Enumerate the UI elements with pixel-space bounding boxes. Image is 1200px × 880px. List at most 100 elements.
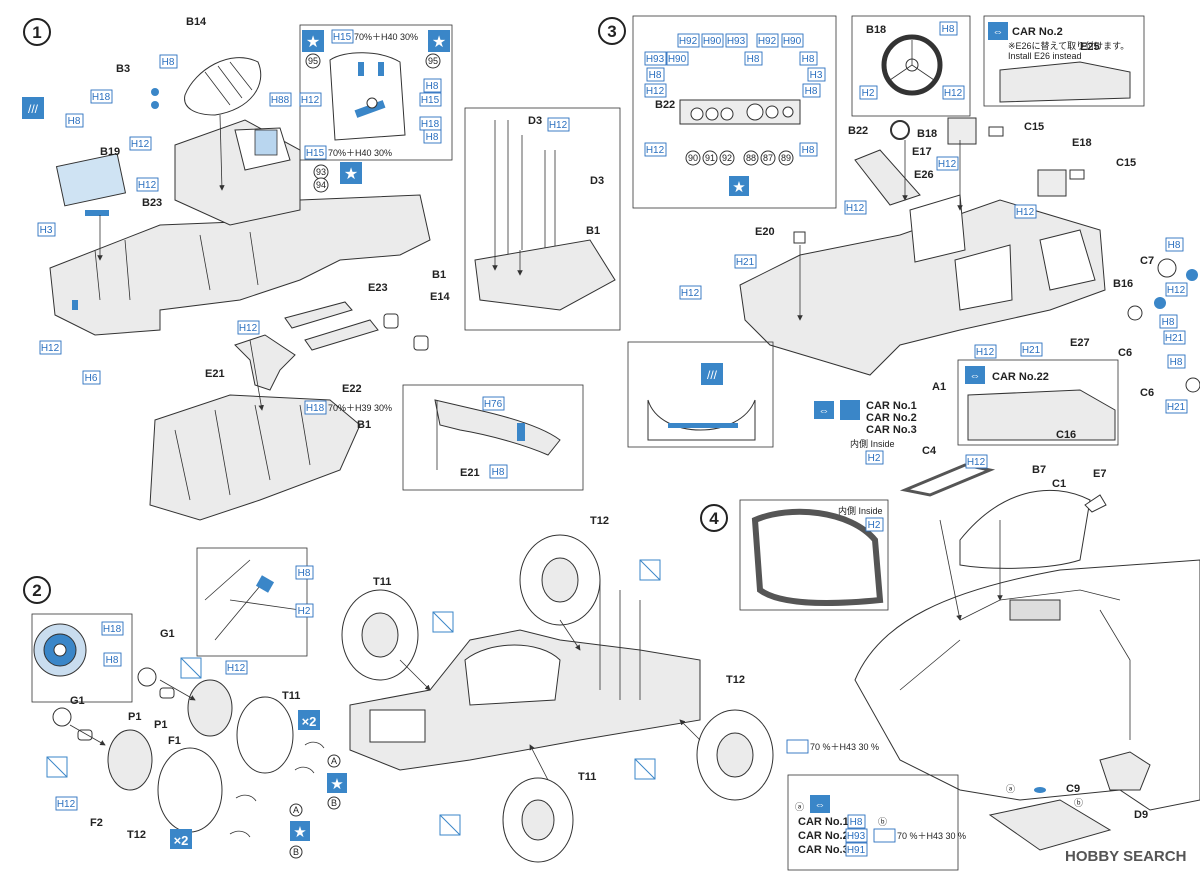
assembly-arrows: [69, 114, 1003, 781]
svg-text:★: ★: [306, 34, 320, 51]
decal-95-right: 95: [425, 53, 441, 69]
label-b22-detail: B22: [655, 99, 675, 111]
label-b22: B22: [848, 125, 868, 137]
label-c6: C6: [1118, 347, 1132, 359]
svg-text:94: 94: [316, 180, 326, 190]
swap-arrow-icon: ⇔: [965, 366, 985, 384]
dash-decal-92: 92: [719, 150, 735, 166]
svg-text:H12: H12: [131, 139, 150, 150]
paint-h8-steer: H8: [939, 21, 958, 36]
side-panel-e27: [954, 244, 1013, 311]
label-e7: E7: [1093, 468, 1106, 480]
label-e25: E25: [1080, 41, 1100, 53]
svg-text:B: B: [293, 847, 299, 857]
paint-h12-tub: H12: [679, 285, 702, 300]
star-icon: ★: [340, 162, 362, 184]
car-no2-box: [983, 15, 1145, 107]
label-c6-b: C6: [1140, 387, 1154, 399]
e26-note-en: Install E26 instead: [1008, 51, 1082, 61]
svg-text:91: 91: [705, 153, 715, 163]
part-c6: [1127, 305, 1143, 321]
paint-h8-c6: H8: [1167, 354, 1186, 369]
svg-text:H8: H8: [106, 655, 119, 666]
step-4: 4 内側 Inside H2 C4 内側 Inside H2 H12 C1 B7…: [700, 438, 1200, 871]
paint-h12-b3: H12: [129, 136, 152, 151]
paint-h8-c7: H8: [1165, 237, 1184, 252]
tyre-t11-step2: [236, 696, 294, 774]
dash-decal-89: 89: [778, 150, 794, 166]
clip-a-label-2: A: [289, 803, 303, 817]
clip-b-label: B: [327, 796, 341, 810]
tyre-t12-step2: [157, 747, 223, 833]
paint-h12-tub-2: H12: [974, 344, 997, 359]
label-t11-front: T11: [373, 576, 391, 588]
car-no2-label: CAR No.2: [866, 412, 917, 424]
svg-text:H2: H2: [868, 520, 881, 531]
paint-h8-b3: H8: [159, 54, 178, 69]
svg-text:H76: H76: [484, 399, 503, 410]
seat-b14: [184, 57, 262, 116]
wheel-t12-right: [716, 732, 754, 778]
paint-h90-left: H90: [666, 51, 689, 66]
svg-text:///: ///: [707, 368, 718, 382]
label-g1-upper: G1: [160, 628, 175, 640]
floor-ribs: [94, 231, 259, 301]
watermark: HOBBY SEARCH: [1065, 848, 1186, 865]
svg-text:H12: H12: [549, 120, 568, 131]
label-e20: E20: [755, 226, 775, 238]
floor-decal-h12: [72, 300, 78, 310]
car-notes-box: [787, 774, 959, 871]
svg-text:H8: H8: [426, 81, 439, 92]
dashboard-b22-install: [854, 149, 921, 206]
svg-text:H12: H12: [239, 323, 258, 334]
svg-text:H8: H8: [802, 145, 815, 156]
seat-decal-h88: [254, 129, 278, 156]
paint-h88: H88: [269, 92, 292, 107]
paint-h12-dash: H12: [644, 142, 667, 157]
step-4-badge: [700, 504, 728, 532]
label-d9: D9: [1134, 809, 1148, 821]
windshield-c4: [899, 463, 996, 497]
f1-hub: [187, 679, 233, 737]
paint-h93: H93: [725, 33, 748, 48]
svg-text:H21: H21: [1165, 333, 1184, 344]
b19-pin-decal: [85, 210, 109, 216]
svg-text:H8: H8: [850, 817, 863, 828]
buckle: [366, 97, 378, 109]
decal-93: 93: [313, 164, 329, 180]
star-icon: ★: [290, 821, 310, 841]
c9-mount-detail: [988, 799, 1112, 851]
clip-a-label: A: [327, 754, 341, 768]
paint-h12-steer: H12: [942, 85, 965, 100]
paint-h2-inside: H2: [865, 450, 884, 465]
gauge-5: [765, 105, 779, 119]
brake-disc-center: [53, 643, 67, 657]
svg-text:70%＋H40 30%: 70%＋H40 30%: [354, 32, 418, 42]
paint-h12-f2: H12: [55, 796, 78, 811]
label-p1-upper: P1: [154, 719, 167, 731]
part-e18: [1037, 169, 1067, 197]
svg-text:H8: H8: [1168, 240, 1181, 251]
side-window: [1009, 599, 1061, 621]
star-icon: ★: [729, 176, 749, 196]
note-car-no3: CAR No.3: [798, 844, 849, 856]
svg-text:70%＋H40 30%: 70%＋H40 30%: [328, 148, 392, 158]
paint-mix-h39-h43: 70 %＋H43 30 %: [786, 739, 879, 754]
paint-h8-nut: H8: [295, 565, 314, 580]
svg-text:H12: H12: [846, 203, 865, 214]
svg-text:H8: H8: [802, 54, 815, 65]
paint-h15-detail: H15: [419, 92, 442, 107]
swap-arrow-icon: ⇔: [810, 795, 830, 813]
step-4-number: 4: [709, 509, 719, 528]
label-f1: F1: [168, 735, 181, 747]
dash-decal-87: 87: [760, 150, 776, 166]
svg-text:H21: H21: [1167, 402, 1186, 413]
clip-b-label-2: B: [289, 845, 303, 859]
paint-h12-c4: H12: [965, 454, 988, 469]
paint-h2-steer: H2: [859, 85, 878, 100]
paint-h12-seat: H12: [299, 92, 322, 107]
brake-disc-detail-box: [31, 613, 133, 703]
cockpit-seat: [464, 644, 561, 706]
wheel-nut-detail-box: [196, 547, 308, 657]
